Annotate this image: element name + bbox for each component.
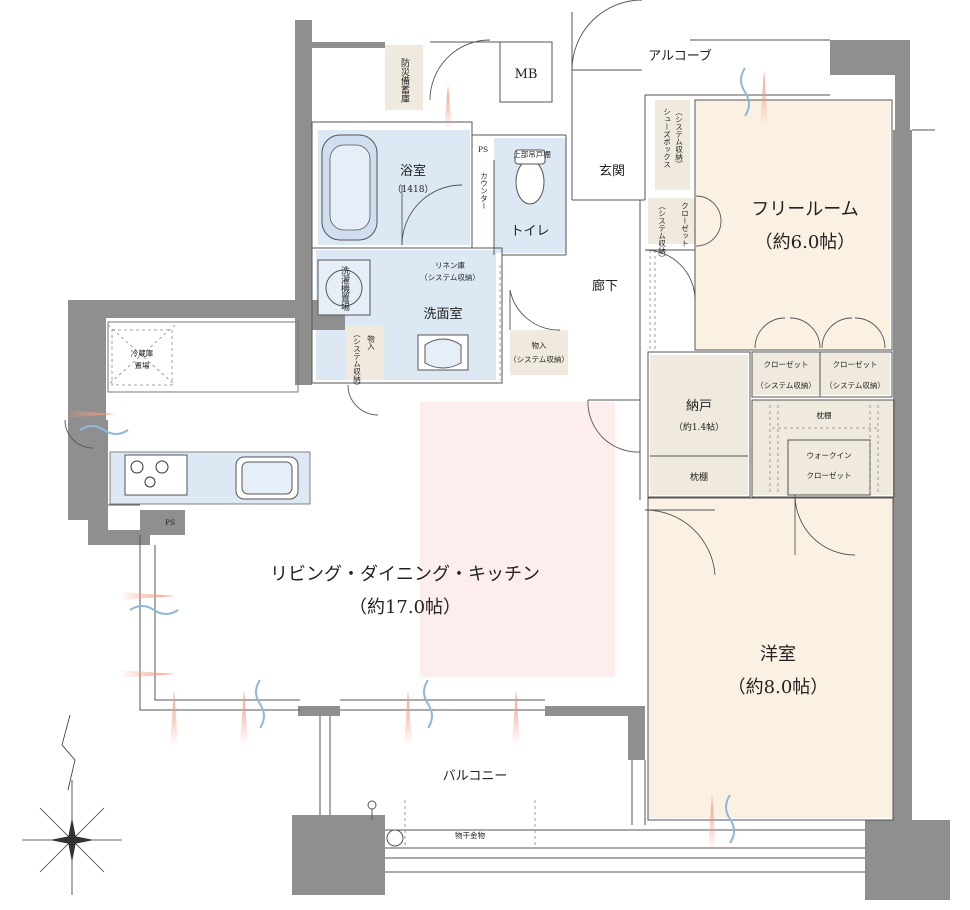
closet-small-label: クローゼット bbox=[680, 202, 689, 247]
ps-kitchen-label: PS bbox=[165, 518, 175, 527]
compass-icon bbox=[22, 714, 122, 895]
shoebox-sub-label: （システム収納） bbox=[674, 108, 683, 168]
western-floor bbox=[648, 498, 893, 818]
hallway-name: 廊下 bbox=[592, 278, 618, 294]
closet-row-floor bbox=[752, 353, 890, 395]
store2-floor bbox=[510, 330, 568, 375]
bathtub-icon bbox=[321, 134, 378, 241]
closet1-label: クローゼット bbox=[764, 359, 809, 369]
free-room-size: （約6.0帖） bbox=[755, 232, 856, 253]
shoebox-floor bbox=[655, 100, 690, 190]
wall-balcony-west bbox=[292, 815, 385, 895]
stove-icon bbox=[124, 454, 188, 496]
floors bbox=[108, 45, 894, 818]
bath-size: （1418） bbox=[393, 184, 434, 195]
ldk-size: （約17.0帖） bbox=[349, 597, 461, 618]
closet-small-floor bbox=[648, 198, 696, 244]
mb-label: MB bbox=[515, 67, 538, 82]
shoebox-label: シューズボックス bbox=[662, 108, 671, 168]
wic-sub-label: クローゼット bbox=[807, 470, 852, 480]
wic-shelf-label: 枕棚 bbox=[817, 410, 832, 420]
storage-name: 納戸 bbox=[686, 399, 712, 414]
storage-size: （約1.4帖） bbox=[674, 421, 724, 433]
storage-floor bbox=[650, 355, 748, 495]
ldk-name: リビング・ダイニング・キッチン bbox=[270, 564, 540, 585]
doors bbox=[64, 0, 886, 576]
washbasin-icon bbox=[417, 334, 469, 371]
fridge-label: 冷蔵庫 bbox=[131, 348, 154, 358]
disaster-storage-floor bbox=[385, 45, 423, 110]
wic-label: ウォークイン bbox=[807, 451, 852, 460]
entrance-name: 玄関 bbox=[599, 164, 625, 179]
alcove-name: アルコーブ bbox=[648, 48, 712, 64]
wall-southeast bbox=[865, 820, 950, 900]
sink-icon bbox=[235, 456, 299, 500]
wall-east bbox=[830, 40, 910, 130]
airflow-arrows bbox=[65, 67, 768, 850]
upper-shelf-label: 上部吊戸棚 bbox=[513, 149, 551, 159]
store2-sub-label: （システム収納） bbox=[509, 354, 569, 364]
linen-sub-label: （システム収納） bbox=[420, 272, 480, 282]
storage-shelf: 枕棚 bbox=[690, 471, 708, 483]
western-size: （約8.0帖） bbox=[728, 677, 829, 698]
drying-label: 物干金物 bbox=[455, 830, 485, 840]
store1-label: 物入 bbox=[366, 334, 375, 351]
store1-sub-label: （システム収納） bbox=[352, 330, 361, 390]
closet2-sub-label: （システム収納） bbox=[825, 380, 885, 390]
closet1-sub-label: （システム収納） bbox=[756, 380, 816, 390]
washroom-name: 洗面室 bbox=[423, 306, 462, 322]
drying-hardware bbox=[367, 800, 404, 847]
store1-floor bbox=[346, 325, 384, 380]
ldk-highlight bbox=[420, 402, 615, 677]
free-room-name: フリールーム bbox=[751, 199, 858, 220]
fridge-sub-label: 置場 bbox=[135, 360, 150, 370]
toilet-name: トイレ bbox=[510, 224, 549, 239]
linen-label: リネン庫 bbox=[435, 260, 465, 270]
labels: リビング・ダイニング・キッチン （約17.0帖） フリールーム （約6.0帖） … bbox=[131, 48, 885, 840]
counter-label: カウンター bbox=[480, 172, 489, 210]
disaster-storage-label: 防災備蓄庫 bbox=[399, 57, 410, 104]
partitions bbox=[107, 12, 935, 873]
closet-small-sub-label: （システム収納） bbox=[657, 202, 666, 262]
ps-top-label: PS bbox=[478, 145, 488, 154]
washer-icon bbox=[317, 259, 371, 316]
washer-label: 洗濯機置場 bbox=[339, 265, 350, 312]
western-name: 洋室 bbox=[760, 644, 796, 665]
toilet-icon bbox=[514, 149, 546, 205]
walls bbox=[68, 20, 950, 900]
free-room-floor bbox=[695, 100, 890, 350]
closet2-label: クローゼット bbox=[833, 359, 878, 369]
bath-name: 浴室 bbox=[400, 163, 426, 179]
store2-label: 物入 bbox=[532, 340, 547, 350]
balcony-name: バルコニー bbox=[443, 769, 508, 784]
wall-north bbox=[295, 20, 385, 48]
